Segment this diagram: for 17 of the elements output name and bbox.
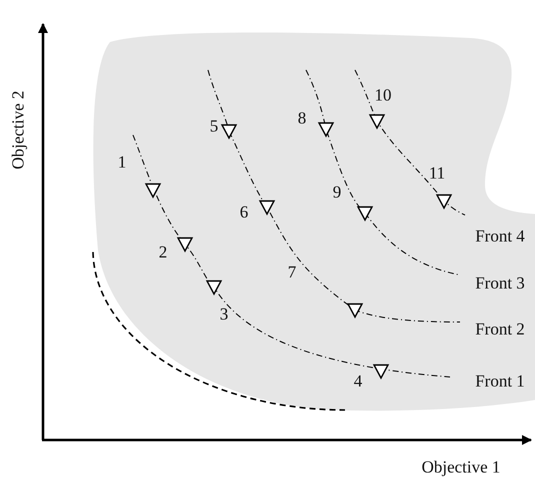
point-number: 5 <box>210 118 218 134</box>
point-number: 7 <box>288 264 296 280</box>
point-number: 4 <box>354 372 362 390</box>
point-number: 3 <box>220 306 228 322</box>
front-label: Front 4 <box>475 228 525 244</box>
point-number: 8 <box>298 110 306 126</box>
front-label: Front 2 <box>475 320 525 338</box>
point-number: 9 <box>332 184 342 200</box>
point-number: 10 <box>374 86 392 104</box>
point-number: 6 <box>240 204 248 220</box>
point-number: 1 <box>118 154 126 170</box>
point-number: 2 <box>158 244 168 260</box>
front-label: Front 3 <box>475 274 525 292</box>
axis-label: Objective 1 <box>422 458 500 476</box>
point-number: 11 <box>428 164 446 182</box>
front-label: Front 1 <box>475 372 525 390</box>
axis-label: Objective 2 <box>10 90 26 170</box>
